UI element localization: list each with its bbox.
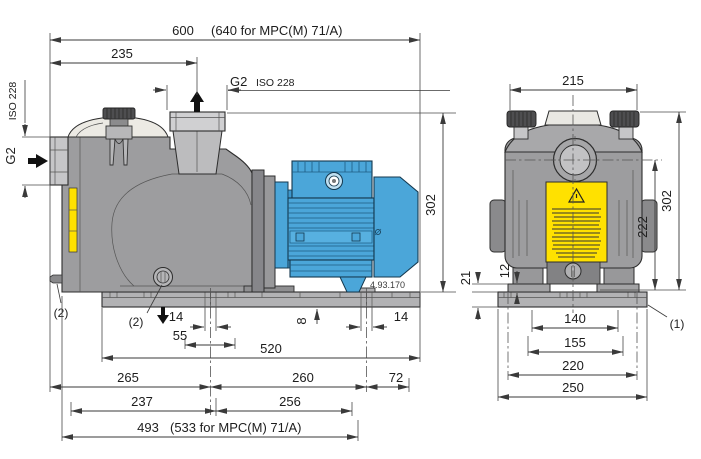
dim-600: 600 (172, 23, 194, 38)
outlet-flow-arrow-icon (190, 91, 204, 112)
outlet-standard-label: ISO 228 (256, 77, 295, 89)
motor-foot (339, 276, 367, 293)
dim-256: 256 (279, 394, 301, 409)
motor (287, 160, 419, 293)
dim-302-side: 302 (423, 194, 438, 216)
callout-screws: (2) (54, 306, 69, 320)
outlet-port (169, 111, 226, 175)
dim-140: 140 (564, 311, 586, 326)
front-warning-label (545, 181, 608, 263)
lid-clamp (105, 125, 133, 140)
pump-front-view: 215 302 222 21 12 140 155 (458, 73, 686, 401)
dim-14-right: 14 (394, 309, 408, 324)
dim-250: 250 (562, 380, 584, 395)
knob-left (506, 110, 537, 128)
front-dimensions: 215 302 222 21 12 140 155 (458, 73, 686, 401)
knob-right (609, 110, 640, 128)
dim-14-left: 14 (169, 309, 183, 324)
dim-72: 72 (389, 370, 403, 385)
inlet-standard-label: ISO 228 (7, 82, 19, 121)
drain-flow-arrow-icon (157, 307, 169, 324)
lantern-blue (274, 181, 289, 269)
dim-21: 21 (458, 271, 473, 285)
body-ear-left (489, 199, 507, 253)
dim-235: 235 (111, 46, 133, 61)
dim-260: 260 (292, 370, 314, 385)
fan-cover (373, 176, 419, 278)
foot-pad-right (596, 283, 640, 293)
front-knobs (506, 110, 640, 140)
dim-215: 215 (562, 73, 584, 88)
foot-pad-left (507, 283, 551, 293)
drawing-code: 4.93.170 (370, 280, 405, 290)
callout-drain: (2) (129, 315, 144, 329)
strainer-lid (67, 107, 169, 166)
dim-12: 12 (497, 264, 512, 278)
drain-plug (153, 267, 173, 287)
motor-bracket (243, 169, 295, 293)
dim-222: 222 (635, 216, 650, 238)
inlet-flow-arrow-icon (28, 154, 48, 168)
callout-base: (1) (670, 317, 685, 331)
dim-600-note: (640 for MPC(M) 71/A) (211, 23, 342, 38)
inlet-thread-label: G2 (3, 147, 18, 164)
side-dimensions: 600 (640 for MPC(M) 71/A) 235 G2 ISO 228… (3, 23, 456, 441)
inlet-flange (49, 136, 69, 186)
dim-520: 520 (260, 341, 282, 356)
dim-8: 8 (294, 317, 309, 324)
side-yellow-label (68, 187, 78, 253)
casing-screw (49, 274, 63, 284)
dim-302-front: 302 (659, 190, 674, 212)
pump-side-view: 600 (640 for MPC(M) 71/A) 235 G2 ISO 228… (3, 23, 456, 441)
dim-265: 265 (117, 370, 139, 385)
dim-237: 237 (131, 394, 153, 409)
front-base-plate (497, 291, 648, 308)
dim-155: 155 (564, 335, 586, 350)
side-pump-body (61, 136, 253, 293)
outlet-thread-label: G2 (230, 74, 247, 89)
dim-493-note: (533 for MPC(M) 71/A) (170, 420, 301, 435)
dim-220: 220 (562, 358, 584, 373)
dim-493: 493 (137, 420, 159, 435)
dim-55: 55 (173, 328, 187, 343)
